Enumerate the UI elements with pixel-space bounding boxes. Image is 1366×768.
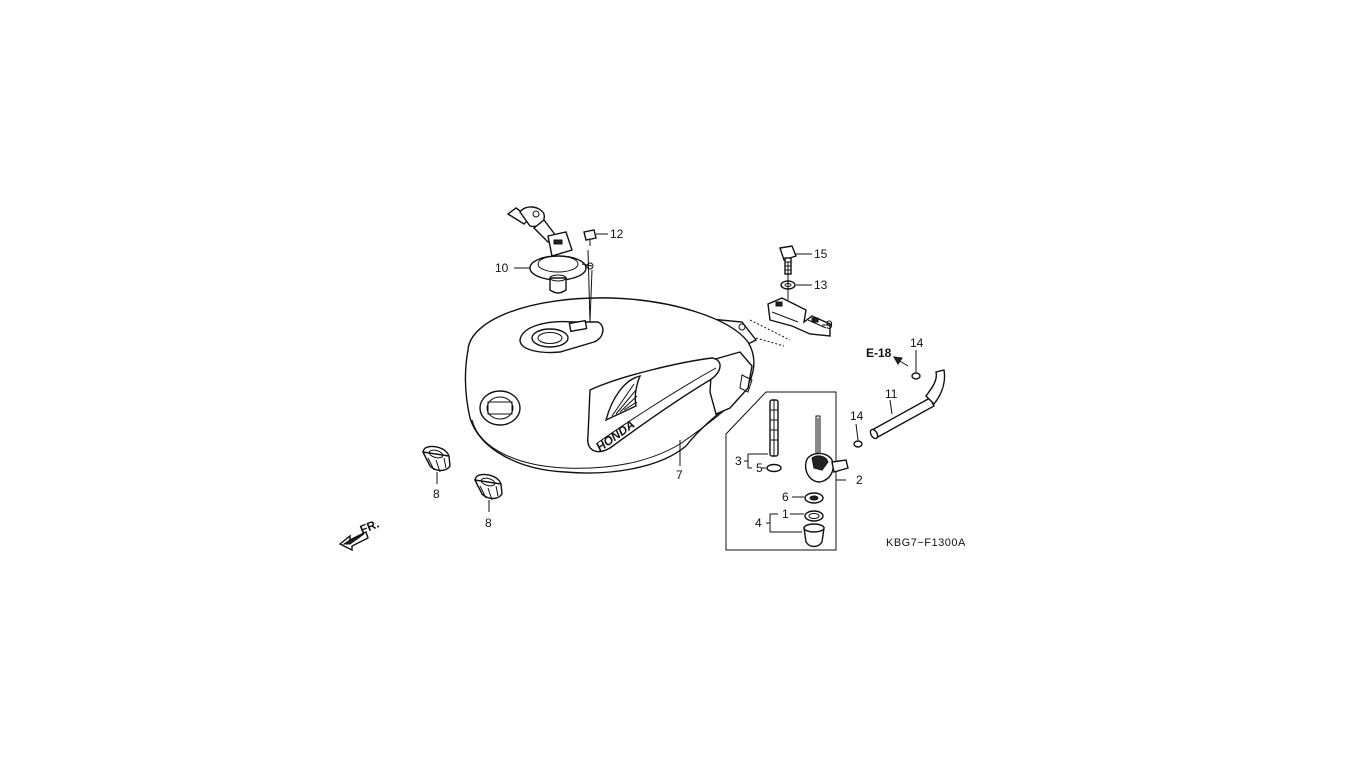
callout-14a: 14 [910,336,924,350]
callout-15: 15 [814,247,828,261]
callout-8b: 8 [485,516,492,530]
rubber-mount-8a [421,445,451,473]
fuel-valve-2 [804,415,849,483]
washer-6 [804,492,824,504]
fuel-valve-group-box [725,391,837,551]
callout-7: 7 [676,468,683,482]
sediment-cup-4 [803,523,825,548]
callout-1: 1 [782,507,789,521]
o-ring-5 [766,463,782,473]
screw-12 [583,229,597,246]
drawing-code: KBG7−F1300A [886,537,966,549]
fuel-tank: HONDA [464,297,758,474]
callout-13: 13 [814,278,828,292]
reference-label: E-18 [866,346,892,360]
reference-arrow-icon [893,356,909,367]
fuel-hose-11 [869,369,946,440]
mount-bracket-9 [767,297,831,337]
callout-6: 6 [782,490,789,504]
o-ring-1 [804,510,824,522]
key-icon [506,206,557,243]
callout-12: 12 [610,227,624,241]
callout-8a: 8 [433,487,440,501]
wing-emblem-icon [604,374,642,422]
callout-10: 10 [495,261,509,275]
callout-3: 3 [735,454,742,468]
callout-14b: 14 [850,409,864,423]
rubber-mount-8b [473,473,503,501]
strainer-3 [769,399,779,457]
callout-4: 4 [755,516,762,530]
fuel-cap-assembly [506,206,594,294]
callout-11: 11 [885,387,898,401]
callout-9: 9 [826,318,833,332]
hose-clip-14b [853,440,863,448]
callout-2: 2 [856,473,863,487]
hose-clip-14a [911,372,921,380]
front-direction-arrow-icon [338,531,369,552]
callout-5: 5 [756,461,763,475]
front-label: FR. [358,517,381,537]
